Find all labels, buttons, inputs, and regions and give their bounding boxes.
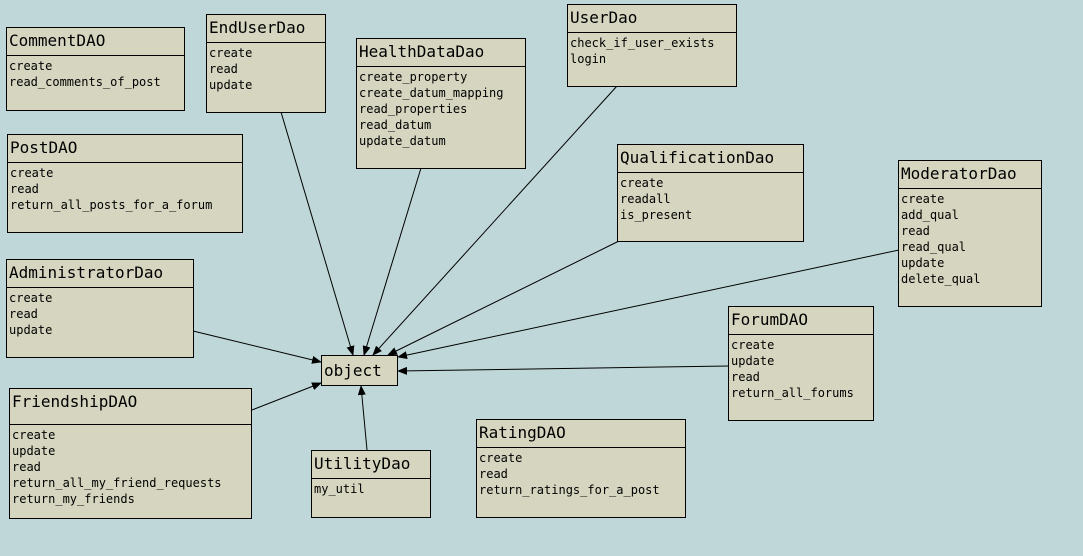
method: read_comments_of_post: [9, 75, 161, 89]
class-name: UtilityDao: [312, 451, 430, 479]
method: read_qual: [901, 240, 967, 254]
method-list: create read update: [207, 43, 325, 95]
edge-forum-to-object: [397, 365, 730, 375]
class-name: ForumDAO: [729, 307, 873, 335]
class-name: RatingDAO: [477, 420, 685, 448]
method: update: [12, 444, 56, 458]
class-name: ModeratorDao: [899, 161, 1041, 189]
method: create: [479, 451, 523, 465]
method-list: my_util: [312, 479, 430, 499]
edge-qualification-to-object: [387, 240, 620, 356]
method: check_if_user_exists: [570, 36, 715, 50]
method: return_my_friends: [12, 492, 135, 506]
method: create: [731, 338, 775, 352]
method: return_all_posts_for_a_forum: [10, 198, 213, 212]
method: create: [9, 291, 53, 305]
method: read: [10, 182, 39, 196]
method: read_datum: [359, 118, 432, 132]
method: create: [10, 166, 54, 180]
method-list: create read return_ratings_for_a_post: [477, 448, 685, 500]
method: update: [731, 354, 775, 368]
class-box-moderatordao: ModeratorDao create add_qual read read_q…: [898, 160, 1042, 307]
method: create: [620, 176, 664, 190]
method: read: [731, 370, 760, 384]
method: read_properties: [359, 102, 468, 116]
method: create_property: [359, 70, 468, 84]
method: read: [901, 224, 930, 238]
method-list: check_if_user_exists login: [568, 33, 736, 69]
method-list: create readall is_present: [618, 173, 803, 225]
method: return_ratings_for_a_post: [479, 483, 660, 497]
method: read: [479, 467, 508, 481]
class-name: UserDao: [568, 5, 736, 33]
class-box-userdao: UserDao check_if_user_exists login: [567, 4, 737, 87]
method: read: [209, 62, 238, 76]
method-list: create read return_all_posts_for_a_forum: [8, 163, 242, 215]
class-name: CommentDAO: [7, 28, 184, 56]
method: delete_qual: [901, 272, 981, 286]
method-list: create_property create_datum_mapping rea…: [357, 67, 525, 151]
method: update: [901, 256, 945, 270]
class-box-administratordao: AdministratorDao create read update: [6, 259, 194, 358]
method-list: create read update: [7, 288, 193, 340]
method: return_all_forums: [731, 386, 854, 400]
class-box-healthdatadao: HealthDataDao create_property create_dat…: [356, 38, 526, 169]
method-list: create read_comments_of_post: [7, 56, 184, 92]
method: read: [12, 460, 41, 474]
class-box-friendshipdao: FriendshipDAO create update read return_…: [9, 388, 252, 519]
class-name: PostDAO: [8, 135, 242, 163]
edge-enduser-to-object: [280, 111, 355, 356]
object-class-box: object: [321, 355, 398, 386]
method-list: create update read return_all_forums: [729, 335, 873, 403]
method: readall: [620, 192, 671, 206]
class-box-qualificationdao: QualificationDao create readall is_prese…: [617, 144, 804, 242]
method: read: [9, 307, 38, 321]
method-list: create update read return_all_my_friend_…: [10, 425, 251, 509]
method-list: create add_qual read read_qual update de…: [899, 189, 1041, 289]
class-box-ratingdao: RatingDAO create read return_ratings_for…: [476, 419, 686, 518]
method: is_present: [620, 208, 693, 222]
class-name: HealthDataDao: [357, 39, 525, 67]
method: update: [9, 323, 53, 337]
class-name: EndUserDao: [207, 15, 325, 43]
edge-friendship-to-object: [251, 382, 322, 411]
class-name: FriendshipDAO: [10, 389, 251, 425]
method: login: [570, 52, 607, 66]
class-name: AdministratorDao: [7, 260, 193, 288]
class-box-postdao: PostDAO create read return_all_posts_for…: [7, 134, 243, 233]
method: update_datum: [359, 134, 446, 148]
class-name: QualificationDao: [618, 145, 803, 173]
method: create_datum_mapping: [359, 86, 504, 100]
method: create: [12, 428, 56, 442]
class-box-utilitydao: UtilityDao my_util: [311, 450, 431, 518]
class-box-forumdao: ForumDAO create update read return_all_f…: [728, 306, 874, 421]
edge-utility-to-object: [357, 385, 368, 451]
edge-user-to-object: [372, 85, 618, 356]
method: create: [209, 46, 253, 60]
class-box-enduserdao: EndUserDao create read update: [206, 14, 326, 113]
method: create: [9, 59, 53, 73]
method: create: [901, 192, 945, 206]
method: return_all_my_friend_requests: [12, 476, 222, 490]
edge-administrator-to-object: [192, 330, 322, 364]
method: my_util: [314, 482, 365, 496]
edge-healthdata-to-object: [362, 167, 422, 356]
method: add_qual: [901, 208, 959, 222]
edge-moderator-to-object: [397, 249, 900, 360]
class-box-commentdao: CommentDAO create read_comments_of_post: [6, 27, 185, 111]
method: update: [209, 78, 253, 92]
